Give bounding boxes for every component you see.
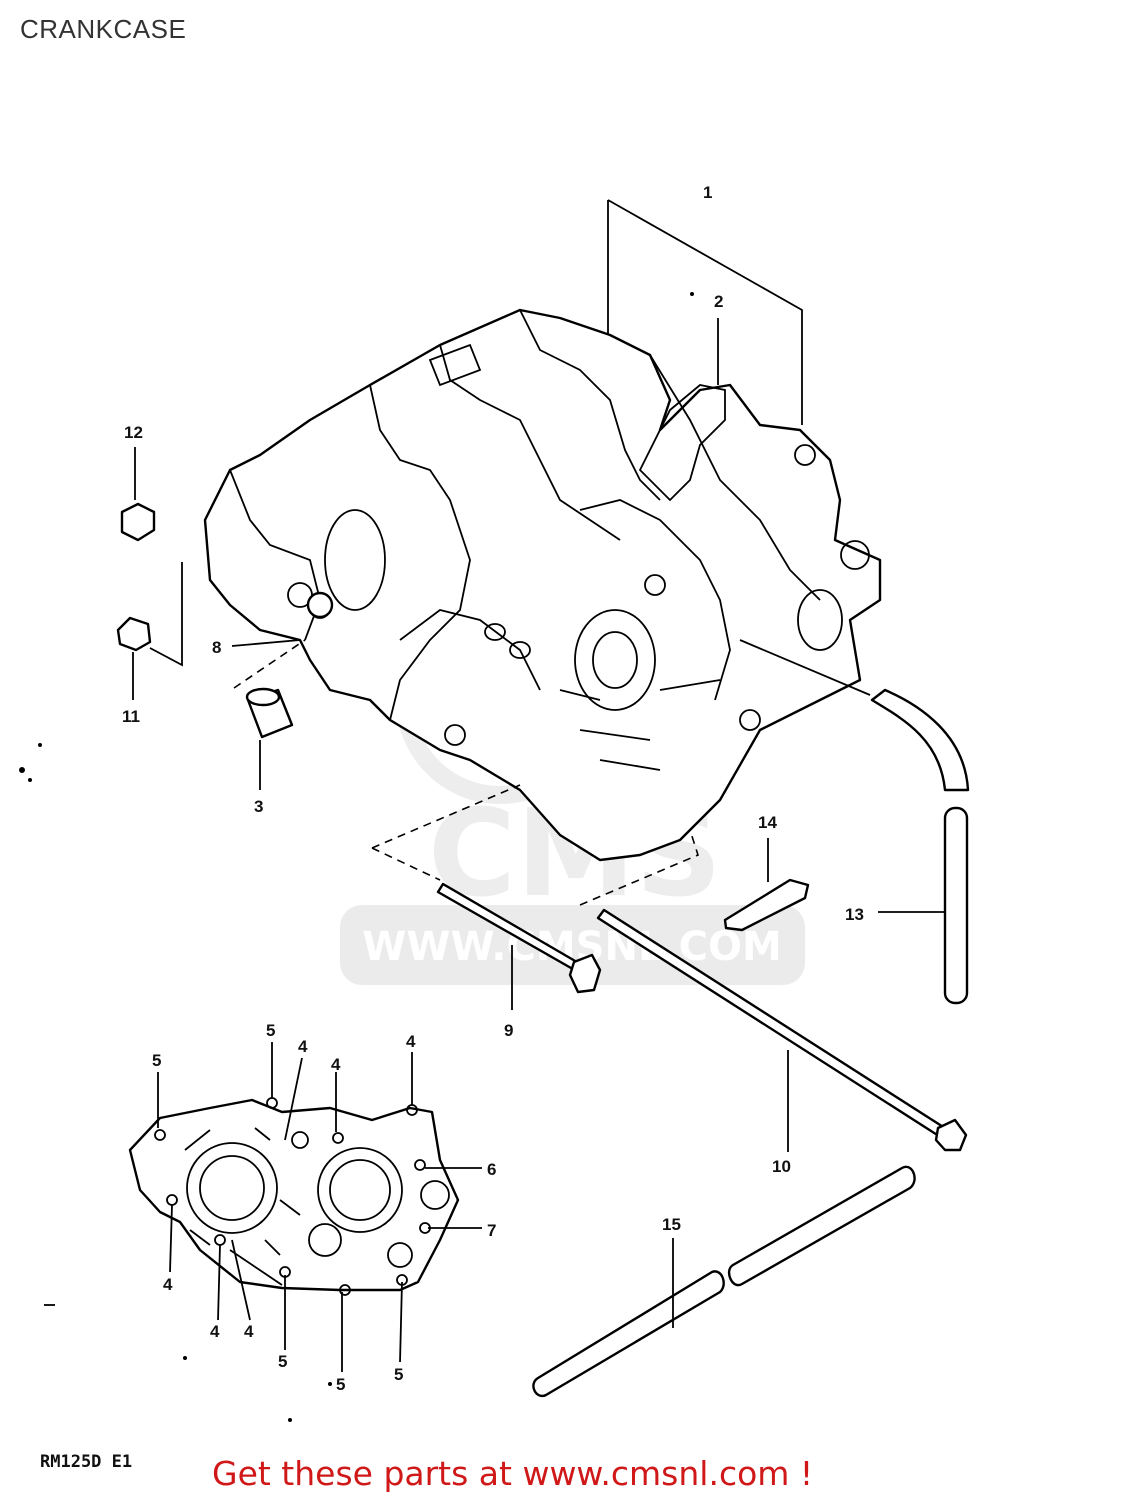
callout-10: 10 xyxy=(772,1157,791,1176)
callout-4-b: 4 xyxy=(331,1055,341,1074)
callout-2: 2 xyxy=(714,292,723,311)
callout-12: 12 xyxy=(124,423,143,442)
callout-5-d: 5 xyxy=(336,1375,345,1394)
footer-link[interactable]: Get these parts at www.cmsnl.com ! xyxy=(212,1454,814,1493)
callout-4-d: 4 xyxy=(163,1275,173,1294)
callout-5-b: 5 xyxy=(266,1021,275,1040)
callout-14: 14 xyxy=(758,813,777,832)
nut xyxy=(116,616,152,700)
crankcase-side-plate xyxy=(128,1042,482,1372)
breather-hose xyxy=(870,688,970,1005)
callout-5-e: 5 xyxy=(394,1365,403,1384)
crankcase-bolt xyxy=(436,882,602,1010)
dowel-pin xyxy=(233,639,306,790)
callout-9: 9 xyxy=(504,1021,513,1040)
drain-hose xyxy=(532,1165,916,1398)
callout-7: 7 xyxy=(487,1221,496,1240)
callout-1: 1 xyxy=(703,183,712,202)
callout-4-f: 4 xyxy=(244,1322,254,1341)
o-ring xyxy=(231,591,334,647)
callout-8: 8 xyxy=(212,638,221,657)
callout-4-c: 4 xyxy=(406,1032,416,1051)
hose-clamp xyxy=(723,838,810,932)
callout-6: 6 xyxy=(487,1160,496,1179)
callout-4-e: 4 xyxy=(210,1322,220,1341)
callout-4-a: 4 xyxy=(298,1037,308,1056)
callout-15: 15 xyxy=(662,1215,681,1234)
crankcase-gasket xyxy=(638,384,726,502)
callout-5-c: 5 xyxy=(278,1352,287,1371)
model-code: RM125D E1 xyxy=(40,1452,133,1472)
crankcase-assembly xyxy=(203,308,882,862)
long-bolt xyxy=(596,908,968,1152)
callout-3: 3 xyxy=(254,797,263,816)
callout-5-a: 5 xyxy=(152,1051,161,1070)
callout-11: 11 xyxy=(122,707,140,726)
nut-cap xyxy=(120,447,156,542)
callout-13: 13 xyxy=(845,905,864,924)
page-title: CRANKCASE xyxy=(20,14,187,44)
